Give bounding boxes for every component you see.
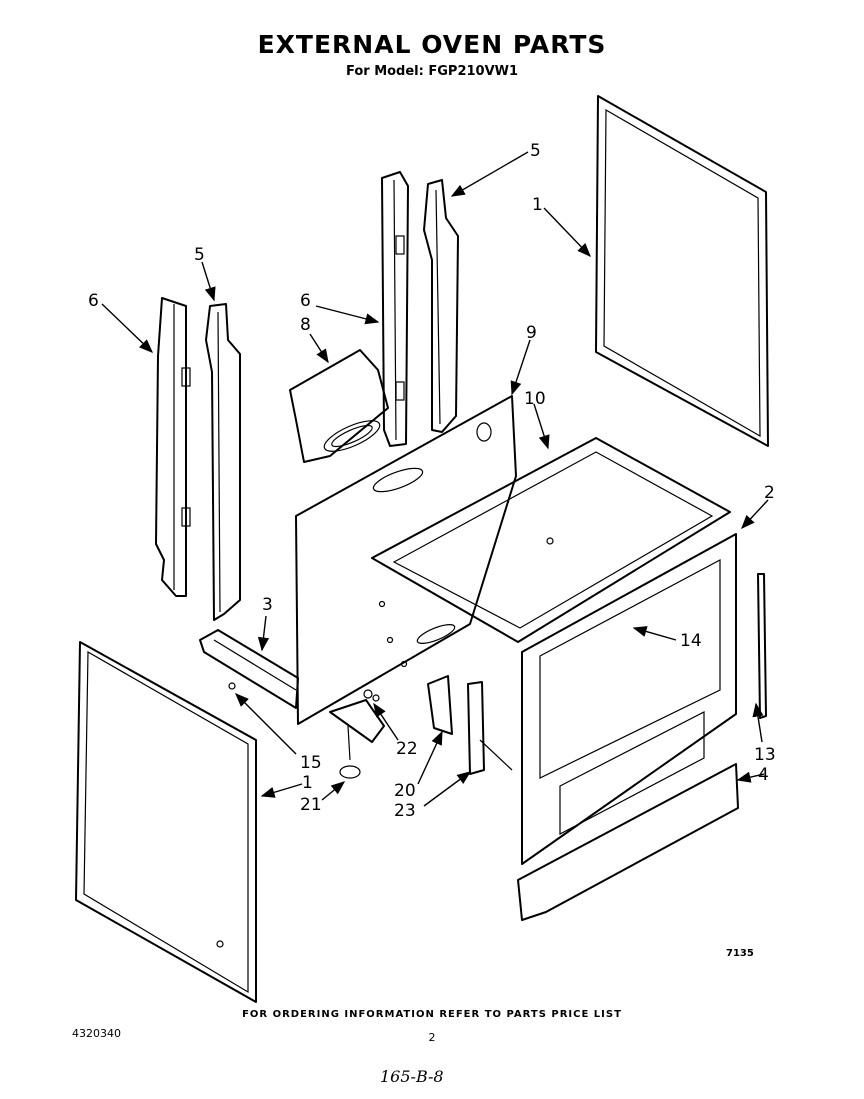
ordering-note: FOR ORDERING INFORMATION REFER TO PARTS … — [242, 1009, 622, 1020]
bracket-right — [423, 179, 459, 433]
callout-22: 22 — [396, 739, 418, 759]
callout-9: 9 — [526, 323, 537, 343]
small-bracket — [427, 675, 453, 735]
callout-13: 13 — [754, 745, 776, 765]
callout-15: 15 — [300, 753, 322, 773]
side-panel-left — [75, 641, 257, 1003]
leader-lines — [101, 151, 769, 807]
callout-23: 23 — [394, 801, 416, 821]
callout-labels: 5 1 5 6 6 8 9 10 2 3 14 13 4 22 15 1 21 … — [88, 141, 776, 959]
front-frame — [521, 533, 737, 865]
screw-15 — [228, 682, 236, 690]
lower-trim — [517, 763, 739, 921]
side-strip — [757, 573, 767, 719]
page-title: EXTERNAL OVEN PARTS — [257, 30, 607, 59]
handwritten-note: 165-B-8 — [380, 1067, 444, 1086]
callout-6-center: 6 — [300, 291, 311, 311]
callout-2: 2 — [764, 483, 775, 503]
oven-bottom — [371, 437, 731, 643]
burner-box — [289, 349, 389, 463]
callout-1-top: 1 — [532, 195, 543, 215]
callout-14: 14 — [680, 631, 702, 651]
callout-5-left: 5 — [194, 245, 205, 265]
page-number: 2 — [428, 1031, 436, 1044]
callout-20: 20 — [394, 781, 416, 801]
callout-8: 8 — [300, 315, 311, 335]
document-part-number: 4320340 — [72, 1027, 121, 1040]
drawing-reference: 7135 — [726, 948, 754, 959]
callout-5-right: 5 — [530, 141, 541, 161]
channel-center — [381, 171, 409, 447]
hinge — [467, 681, 513, 775]
side-panel-right — [595, 95, 769, 447]
callout-21: 21 — [300, 795, 322, 815]
back-panel — [295, 395, 517, 725]
callout-1-bottom: 1 — [302, 773, 313, 793]
channel-left — [155, 297, 191, 597]
model-subtitle: For Model: FGP210VW1 — [345, 64, 519, 79]
callout-6-left: 6 — [88, 291, 99, 311]
callout-10: 10 — [524, 389, 546, 409]
bracket-left — [205, 303, 241, 621]
screw-hardware — [363, 689, 380, 702]
callout-3: 3 — [262, 595, 273, 615]
callout-4: 4 — [758, 765, 769, 785]
leveling-leg — [329, 699, 385, 779]
bottom-rail — [199, 629, 299, 709]
